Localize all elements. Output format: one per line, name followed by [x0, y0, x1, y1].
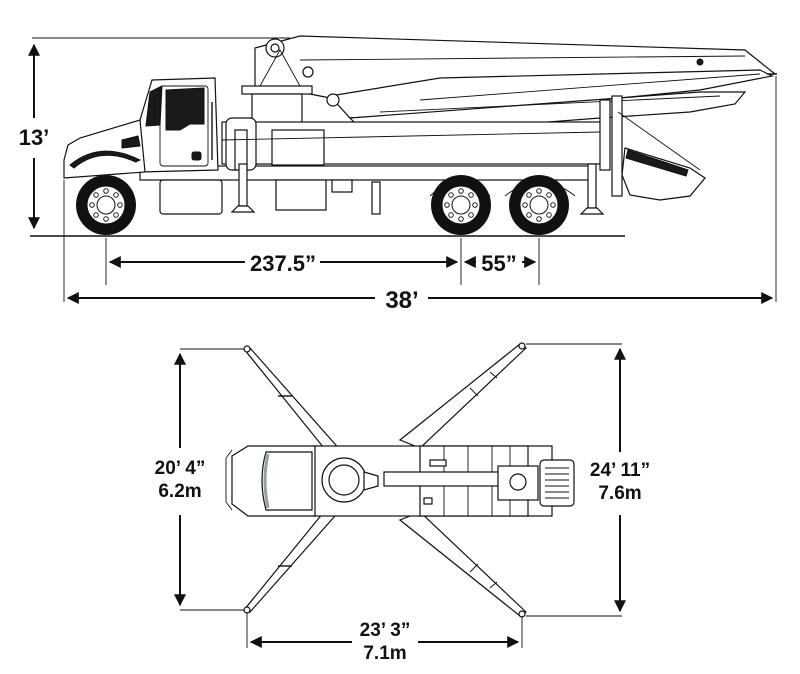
tandem-spacing-label: 55” — [481, 251, 516, 276]
cab-top — [225, 445, 316, 517]
rear-outrigger-lower — [398, 511, 527, 617]
front-spread-imperial: 20’ 4” — [155, 458, 206, 479]
outrigger-length-imperial: 23’ 3” — [360, 620, 411, 641]
hopper — [617, 111, 706, 201]
front-outrigger-lower — [242, 501, 343, 613]
side-view: 13’ 237.5” 55” 38’ — [19, 35, 777, 314]
rear-wheel-2 — [508, 174, 570, 236]
rear-wheel-1 — [430, 174, 492, 236]
wheelbase-label: 237.5” — [250, 251, 316, 276]
boom-assembly — [254, 35, 777, 129]
top-view: 20’ 4” 6.2m 24’ 11” 7.6m 23’ 3” 7.1m — [155, 342, 650, 664]
outrigger-length-metric: 7.1m — [363, 643, 406, 664]
water-tank — [539, 459, 575, 507]
truck-body — [139, 95, 623, 215]
front-spread-metric: 6.2m — [158, 481, 201, 502]
front-wheel — [75, 174, 137, 236]
truck-cab — [63, 77, 219, 179]
rear-spread-imperial: 24’ 11” — [590, 460, 650, 481]
rear-spread-metric: 7.6m — [598, 483, 641, 504]
front-outrigger-upper — [242, 347, 343, 459]
overall-height-label: 13’ — [19, 125, 50, 150]
overall-length-label: 38’ — [385, 287, 418, 314]
rear-outrigger-upper — [398, 343, 527, 449]
